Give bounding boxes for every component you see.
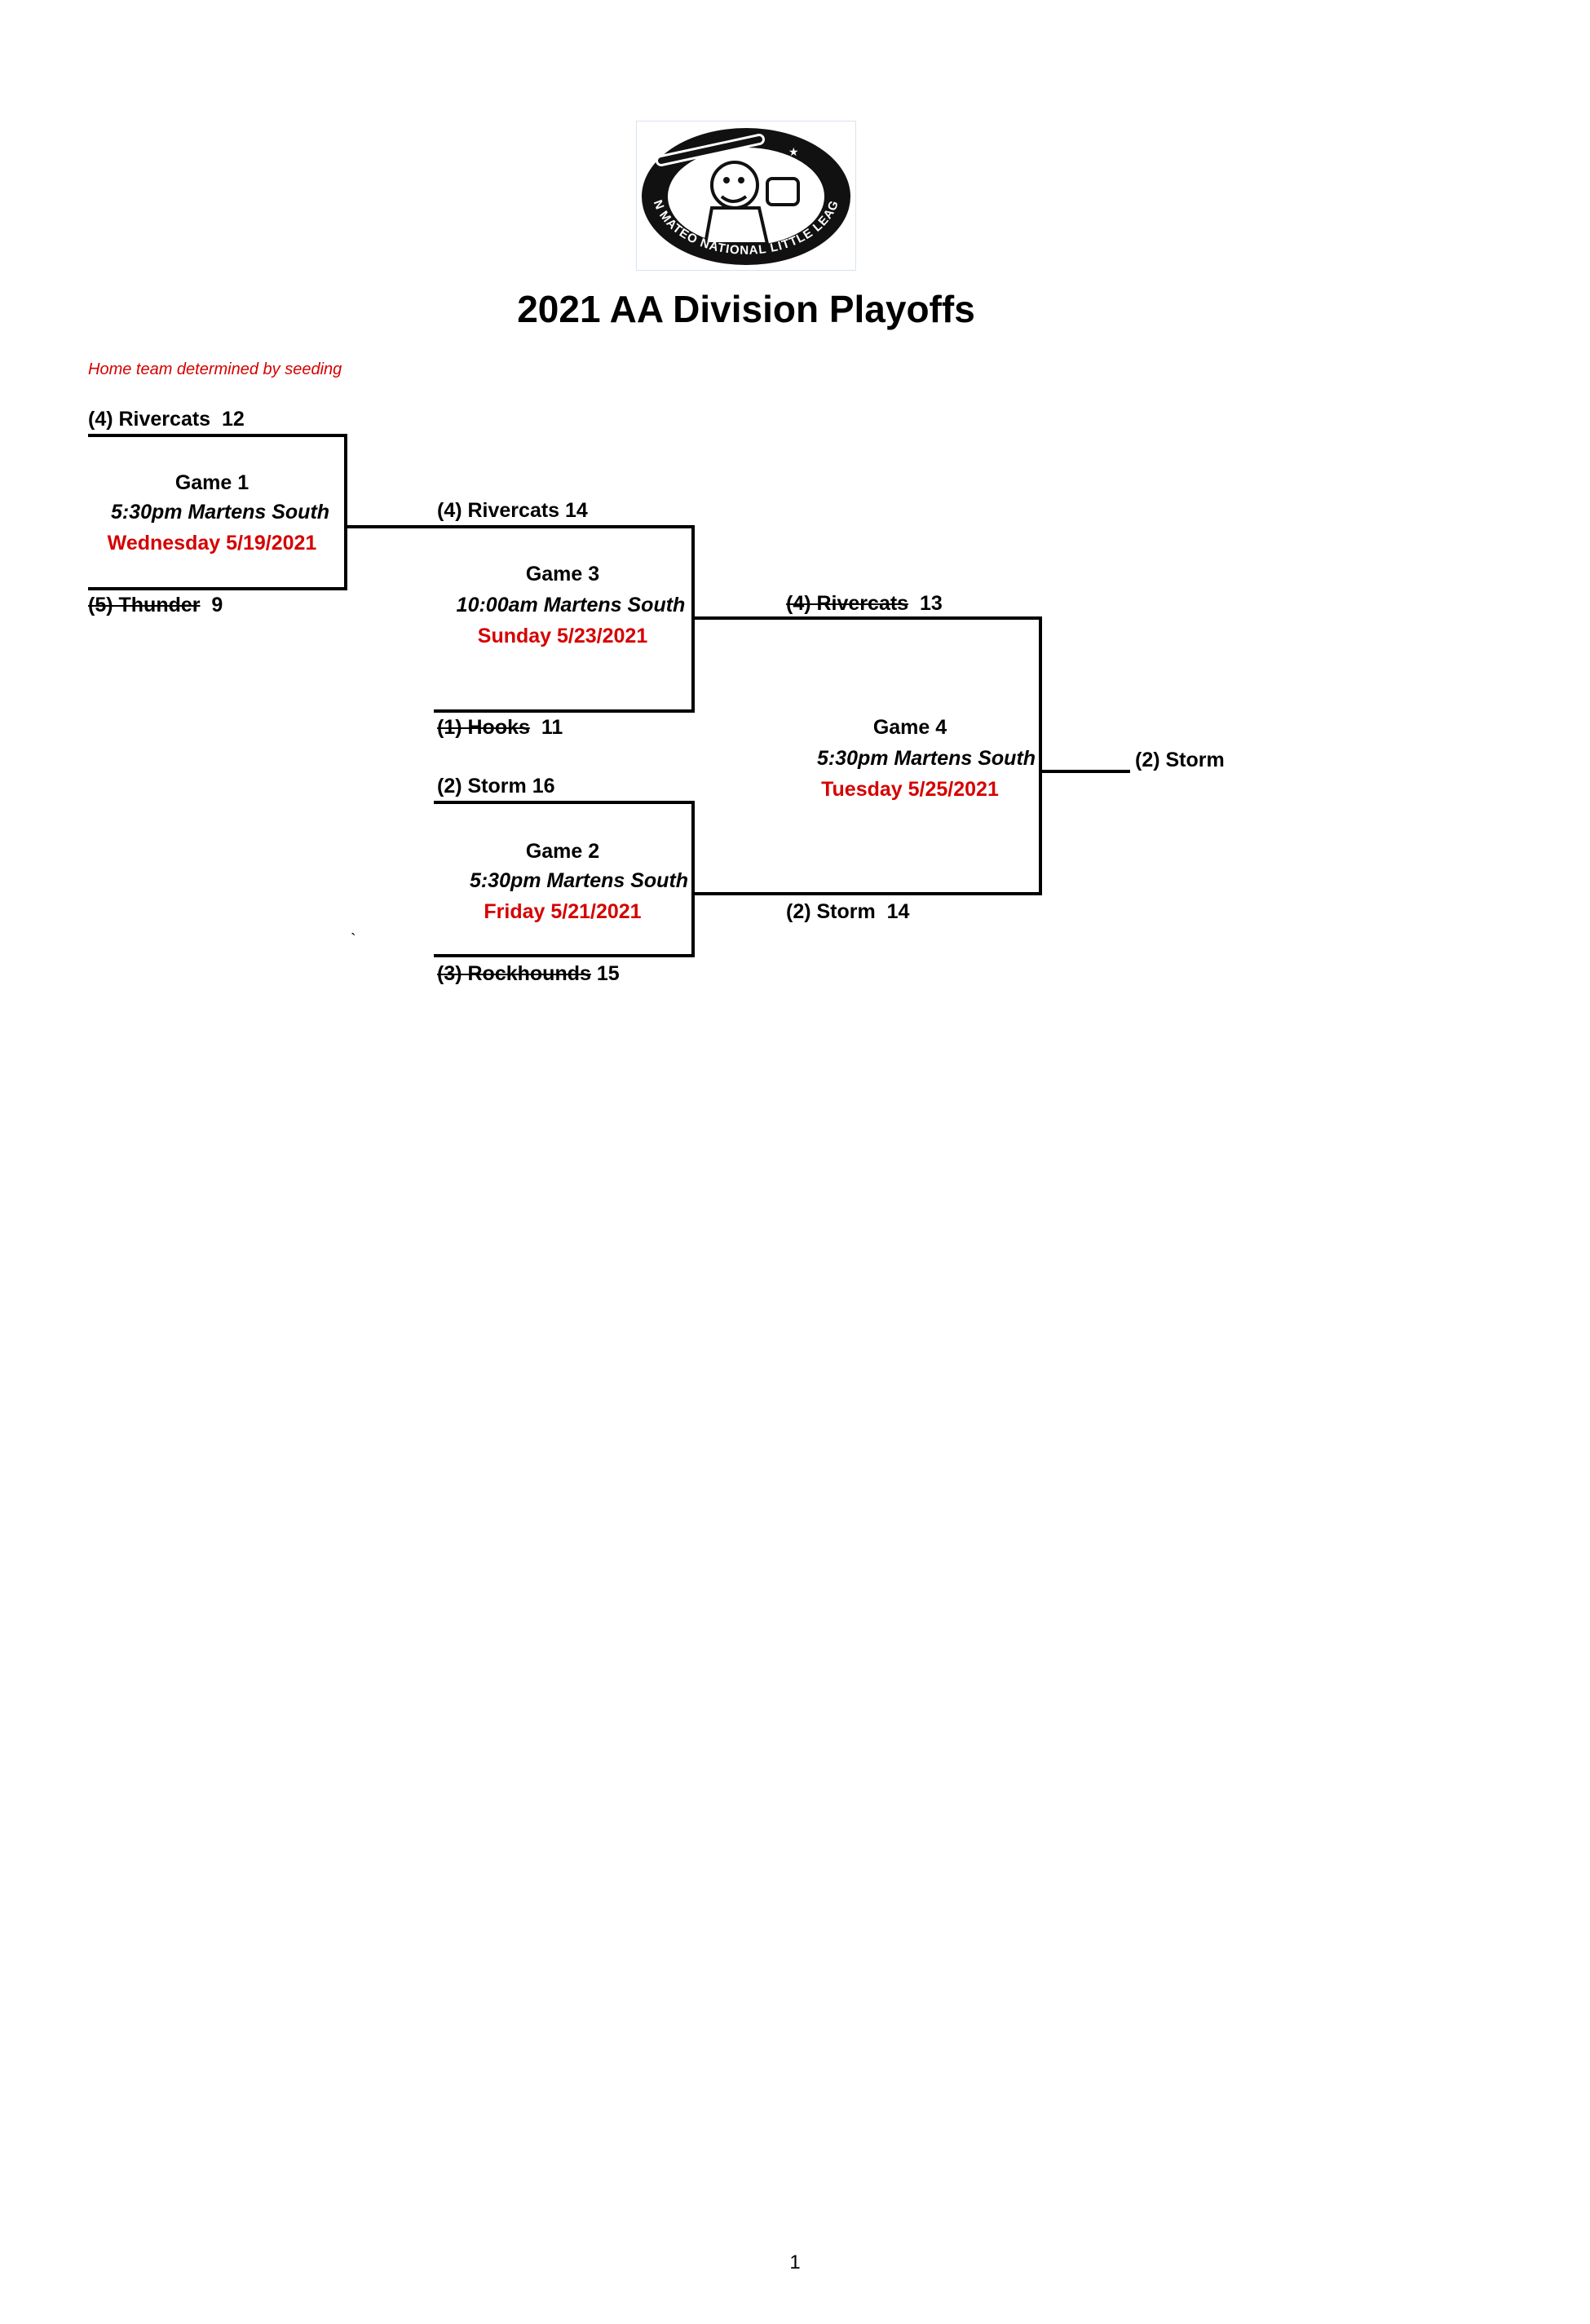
game1-vertical-line bbox=[344, 434, 347, 590]
svg-text:★: ★ bbox=[788, 145, 799, 158]
game4-name: Game 4 bbox=[872, 716, 947, 739]
page-number: 1 bbox=[789, 2251, 801, 2273]
game4-vertical-line bbox=[1039, 616, 1042, 895]
game1-top-team: (4) Rivercats 12 bbox=[88, 408, 245, 431]
game3-name: Game 3 bbox=[525, 563, 600, 585]
game1-top-line bbox=[88, 434, 347, 437]
seeding-note: Home team determined by seeding bbox=[88, 360, 342, 378]
game1-bottom-line bbox=[88, 587, 347, 590]
game2-name: Game 2 bbox=[525, 840, 600, 863]
game3-bottom-team: (1) Hooks 11 bbox=[437, 716, 563, 739]
game3-bottom-line bbox=[434, 709, 695, 713]
game2-top-team: (2) Storm 16 bbox=[437, 775, 555, 797]
game2-bottom-line bbox=[434, 954, 695, 957]
game3-top-team: (4) Rivercats 14 bbox=[437, 499, 588, 522]
game4-bottom-team: (2) Storm 14 bbox=[786, 900, 910, 923]
game3-time: 10:00am Martens South bbox=[456, 594, 686, 616]
game1-to-game3-line bbox=[344, 525, 695, 528]
game2-top-line bbox=[434, 801, 695, 804]
game1-bottom-team: (5) Thunder 9 bbox=[88, 594, 223, 616]
game2-bottom-team: (3) Rockhounds 15 bbox=[437, 962, 620, 985]
game1-name: Game 1 bbox=[174, 471, 250, 494]
game3-to-game4-line bbox=[691, 616, 1042, 620]
champion-team: (2) Storm bbox=[1135, 749, 1225, 771]
svg-text:★: ★ bbox=[797, 215, 807, 228]
game1-time: 5:30pm Martens South bbox=[110, 501, 330, 524]
game4-date: Tuesday 5/25/2021 bbox=[821, 778, 999, 801]
stray-mark: ` bbox=[351, 931, 356, 949]
league-logo: ★ ★ SAN MATEO NATIONAL LITTLE LEAGUE bbox=[632, 111, 856, 271]
game4-top-team: (4) Rivercats 13 bbox=[786, 592, 943, 615]
game4-time: 5:30pm Martens South bbox=[816, 747, 1036, 770]
game3-date: Sunday 5/23/2021 bbox=[477, 625, 648, 647]
game2-vertical-line bbox=[691, 801, 695, 957]
game2-time: 5:30pm Martens South bbox=[469, 869, 689, 892]
game2-to-game4-line bbox=[691, 892, 1042, 895]
game2-date: Friday 5/21/2021 bbox=[484, 900, 642, 923]
champion-line bbox=[1039, 770, 1130, 773]
page-title: 2021 AA Division Playoffs bbox=[517, 288, 975, 330]
game1-date: Wednesday 5/19/2021 bbox=[107, 532, 317, 554]
